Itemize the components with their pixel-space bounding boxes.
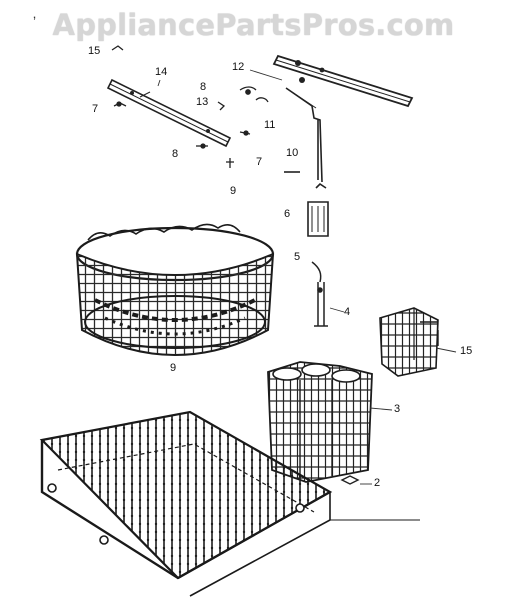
callout-15-upper: 15 <box>88 45 101 57</box>
callout-12: 12 <box>232 61 245 73</box>
callout-9-upper: 9 <box>230 185 237 197</box>
lower-rack <box>39 410 420 597</box>
silverware-basket <box>267 361 373 483</box>
callout-3: 3 <box>394 403 401 415</box>
callout-11: 11 <box>264 119 276 131</box>
small-basket <box>379 307 439 377</box>
callout-6: 6 <box>284 208 291 220</box>
callout-15-lower: 15 <box>460 345 473 357</box>
callout-10: 10 <box>286 147 299 159</box>
corner-mark: ʼ <box>33 14 37 30</box>
callout-8-upper: 8 <box>200 81 207 93</box>
callout-2: 2 <box>374 477 381 489</box>
right-rail <box>272 54 414 108</box>
callout-9-lower: 9 <box>170 362 177 374</box>
callout-13: 13 <box>196 96 209 108</box>
hardware-clips <box>111 45 269 168</box>
tube-connector <box>311 261 328 327</box>
callout-14: 14 <box>155 66 168 78</box>
round-basket <box>75 223 275 356</box>
callout-4: 4 <box>344 306 351 318</box>
callout-7-right: 7 <box>256 156 263 168</box>
callout-5: 5 <box>294 251 301 263</box>
callout-7-left: 7 <box>92 103 99 115</box>
left-rail <box>106 78 232 148</box>
callout-8-lower: 8 <box>172 148 179 160</box>
leader-lines <box>157 69 457 485</box>
clip-part <box>340 475 360 485</box>
feed-tube <box>284 87 329 237</box>
watermark: AppliancePartsPros.com <box>52 8 455 42</box>
